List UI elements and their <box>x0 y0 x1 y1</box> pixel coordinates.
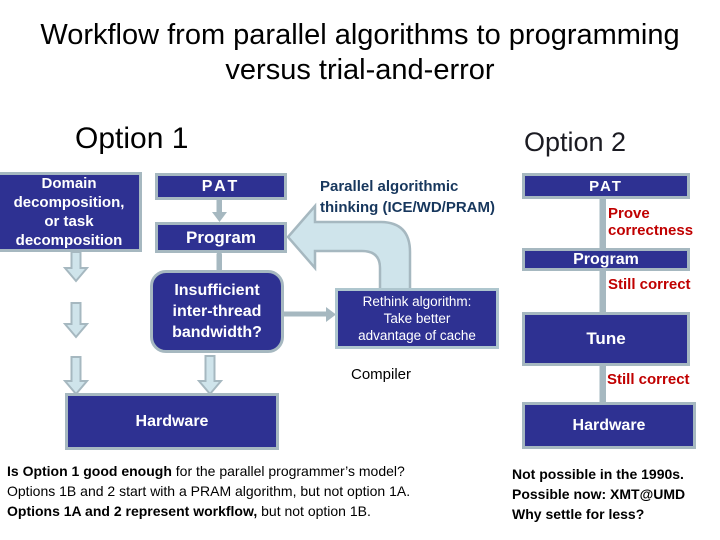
prove-label-line1: Prove <box>608 205 650 222</box>
domain-decomposition-box: Domain decomposition, or task decomposit… <box>0 172 142 252</box>
option2-tune-box: Tune <box>522 312 690 366</box>
down-arrow-icon <box>62 302 90 339</box>
option1-hardware-box: Hardware <box>65 393 279 450</box>
right-arrowhead-icon <box>326 307 336 322</box>
down-arrow-icon <box>62 356 90 396</box>
option2-pat-box: PAT <box>522 173 690 199</box>
slide-title-line2: versus trial-and-error <box>225 54 495 86</box>
domain-box-line: or task <box>44 213 94 230</box>
slide-title-line1: Workflow from parallel algorithms to pro… <box>40 19 680 51</box>
domain-box-line: decomposition, <box>13 194 125 211</box>
domain-box-line: decomposition <box>15 232 123 249</box>
curved-return-arrow-icon <box>286 202 412 294</box>
rethink-box-line: Take better <box>383 311 451 326</box>
tune-box-label: Tune <box>586 329 626 348</box>
slide-title: Workflow from parallel algorithms to pro… <box>0 18 720 88</box>
insufficient-box-line: Insufficient <box>174 282 260 299</box>
rethink-box-line: Rethink algorithm: <box>362 294 472 309</box>
prove-correctness-label: Prove correctness <box>608 205 693 239</box>
footer-left-line1-rest: for the parallel programmer’s model? <box>171 463 405 479</box>
footer-right-line2: Possible now: XMT@UMD <box>512 486 686 502</box>
footer-left-line3: Options 1A and 2 represent workflow, but… <box>7 501 477 521</box>
footer-left-line3-rest: but not option 1B. <box>257 503 371 519</box>
option1-pat-box: PAT <box>155 173 287 200</box>
insufficient-bandwidth-box: Insufficient inter-thread bandwidth? <box>150 270 284 353</box>
pat-program-connector <box>216 198 222 213</box>
program-box-label: Program <box>186 227 256 247</box>
option2-program-box: Program <box>522 248 690 271</box>
parallel-thinking-line2: thinking (ICE/WD/PRAM) <box>320 199 495 216</box>
footer-left-line3-bold: Options 1A and 2 represent workflow, <box>7 503 258 519</box>
pat-box-label: PAT <box>201 177 241 195</box>
insufficient-box-line: inter-thread <box>172 303 262 320</box>
footer-right-notes: Not possible in the 1990s. Possible now:… <box>512 464 685 524</box>
insufficient-box-line: bandwidth? <box>172 324 262 341</box>
parallel-thinking-note: Parallel algorithmic thinking (ICE/WD/PR… <box>320 176 495 218</box>
still-correct-label: Still correct <box>608 276 691 293</box>
domain-box-line: Domain <box>41 175 97 192</box>
footer-left-line2: Options 1B and 2 start with a PRAM algor… <box>7 483 411 499</box>
footer-left-line1: Is Option 1 good enough for the parallel… <box>7 461 477 481</box>
footer-right-line1: Not possible in the 1990s. <box>512 466 684 482</box>
option2-hardware-box: Hardware <box>522 402 696 449</box>
option1-heading: Option 1 <box>75 122 189 155</box>
still-correct-label: Still correct <box>607 371 690 388</box>
compiler-label: Compiler <box>351 366 412 383</box>
option2-heading: Option 2 <box>524 127 627 157</box>
parallel-thinking-line1: Parallel algorithmic <box>320 178 459 195</box>
hardware-box-label: Hardware <box>572 416 646 434</box>
program-insufficient-connector <box>216 252 222 272</box>
rethink-box-line: advantage of cache <box>358 328 476 343</box>
footer-left-line1-bold: Is Option 1 good enough <box>7 463 172 479</box>
down-arrow-icon <box>62 251 90 283</box>
program-box-label: Program <box>573 250 639 268</box>
insufficient-rethink-connector <box>284 311 326 317</box>
footer-left-notes: Is Option 1 good enough for the parallel… <box>7 461 477 521</box>
down-arrowhead-icon <box>212 212 227 222</box>
footer-right-line3: Why settle for less? <box>512 506 645 522</box>
rethink-algorithm-box: Rethink algorithm: Take better advantage… <box>335 288 499 349</box>
pat-box-label: PAT <box>589 177 623 195</box>
hardware-box-label: Hardware <box>135 412 209 430</box>
option2-spine-connector <box>599 197 606 403</box>
option1-program-box: Program <box>155 222 287 253</box>
prove-label-line2: correctness <box>608 222 694 239</box>
down-arrow-icon <box>196 355 224 396</box>
